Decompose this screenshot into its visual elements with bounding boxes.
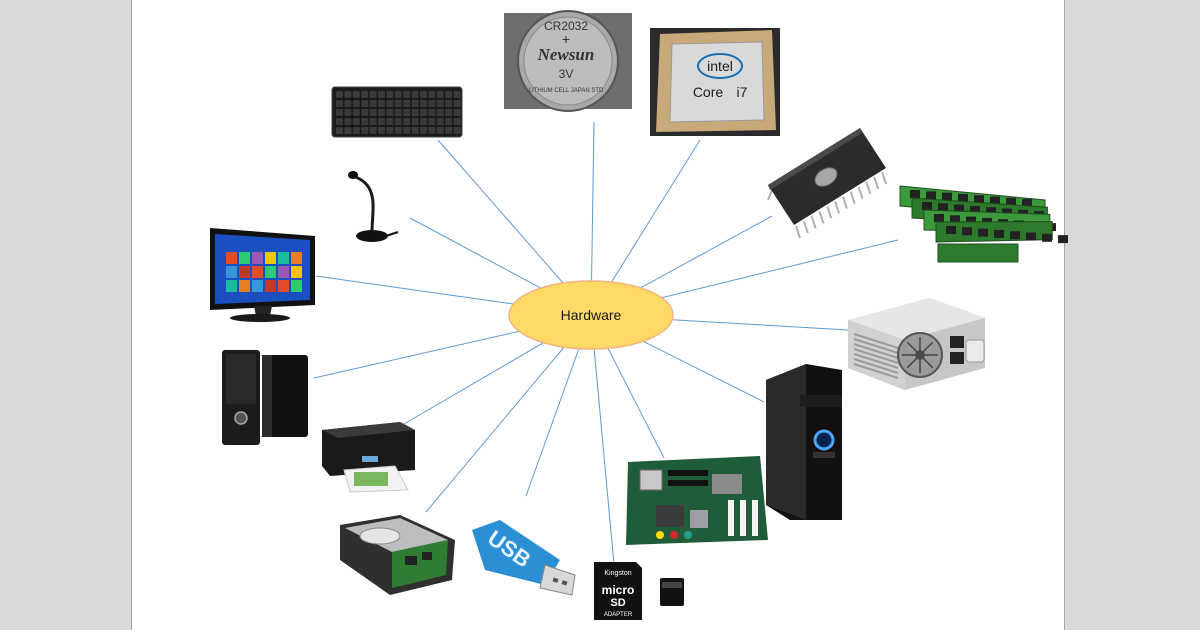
sd-brand-text: Kingston [604, 570, 631, 577]
printer-image [322, 422, 415, 493]
power-supply-image [848, 298, 985, 390]
coin-battery-image: CR2032 + Newsun 3V LITHIUM CELL JAPAN ST… [504, 10, 632, 112]
sd-logo-text: SD [610, 597, 625, 609]
hub-label: Hardware [561, 307, 622, 323]
microsd-card-image: Kingston micro SD ADAPTER [594, 562, 684, 620]
monitor-image [210, 228, 315, 322]
eprom-chip-image [767, 128, 887, 239]
battery-plus-text: + [562, 31, 570, 47]
connector-line-microsd-card [590, 314, 615, 565]
cpu-model-suffix-text: i7 [737, 84, 748, 100]
sd-micro-text: micro [602, 583, 635, 597]
microphone-image [348, 171, 399, 242]
battery-model-text: CR2032 [544, 19, 588, 33]
battery-type-text: LITHIUM CELL JAPAN STD [529, 88, 604, 94]
speakers-image [222, 350, 308, 445]
usb-flash-drive-image: USB [472, 520, 576, 596]
battery-voltage-text: 3V [559, 67, 574, 81]
motherboard-image [626, 456, 768, 545]
pc-tower-image [766, 364, 842, 520]
cpu-model-text: Core [693, 84, 724, 100]
hard-disk-drive-image [340, 515, 455, 595]
cpu-image: intel Core i7 [650, 28, 780, 136]
ram-modules-image [899, 185, 1068, 263]
hardware-hub: Hardware [508, 280, 674, 350]
cpu-brand-text: intel [707, 58, 733, 74]
sd-adapter-text: ADAPTER [604, 612, 633, 618]
battery-brand-text: Newsun [537, 45, 595, 64]
keyboard-image [331, 86, 463, 138]
